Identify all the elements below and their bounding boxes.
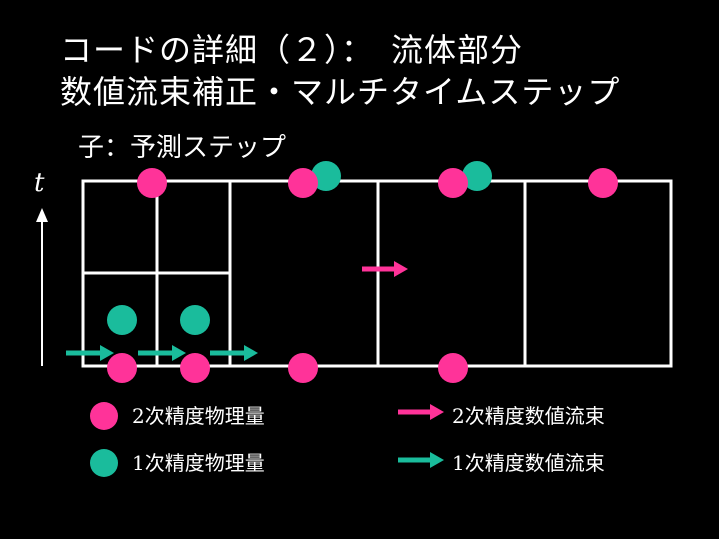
first-order-flux-arrowhead — [100, 345, 114, 361]
first-order-flux-arrowhead — [244, 345, 258, 361]
second-order-point — [137, 168, 167, 198]
slide-title-line-2: 数値流束補正・マルチタイムステップ — [60, 73, 621, 111]
second-order-point — [180, 353, 210, 383]
time-axis-arrowhead — [36, 208, 48, 222]
slide-title-line-1: コードの詳細（２）： 流体部分 — [60, 31, 524, 69]
first-order-flux-arrows — [66, 345, 258, 361]
legend-first-order-flux: 1次精度数値流束 — [452, 451, 605, 475]
first-order-point — [311, 161, 341, 191]
second-order-point — [588, 168, 618, 198]
legend-first-order-flux-arrowhead — [430, 452, 444, 468]
legend-second-order-quantity: 2次精度物理量 — [132, 404, 265, 428]
legend-second-order-quantity-marker — [90, 402, 118, 430]
legend-second-order-flux: 2次精度数値流束 — [452, 404, 605, 428]
second-order-point — [438, 168, 468, 198]
first-order-point — [462, 161, 492, 191]
first-order-point — [180, 305, 210, 335]
first-order-point — [107, 305, 137, 335]
legend-second-order-flux-arrowhead — [430, 404, 444, 420]
second-order-point — [438, 353, 468, 383]
first-order-flux-arrowhead — [172, 345, 186, 361]
second-order-point — [288, 353, 318, 383]
time-axis-label: t — [34, 168, 45, 198]
second-order-flux-arrowhead — [394, 261, 408, 277]
second-order-point — [107, 353, 137, 383]
second-order-point — [288, 168, 318, 198]
diagram-subtitle: 子：予測ステップ — [78, 133, 287, 163]
legend-first-order-quantity-marker — [90, 449, 118, 477]
legend-first-order-quantity: 1次精度物理量 — [132, 451, 265, 475]
